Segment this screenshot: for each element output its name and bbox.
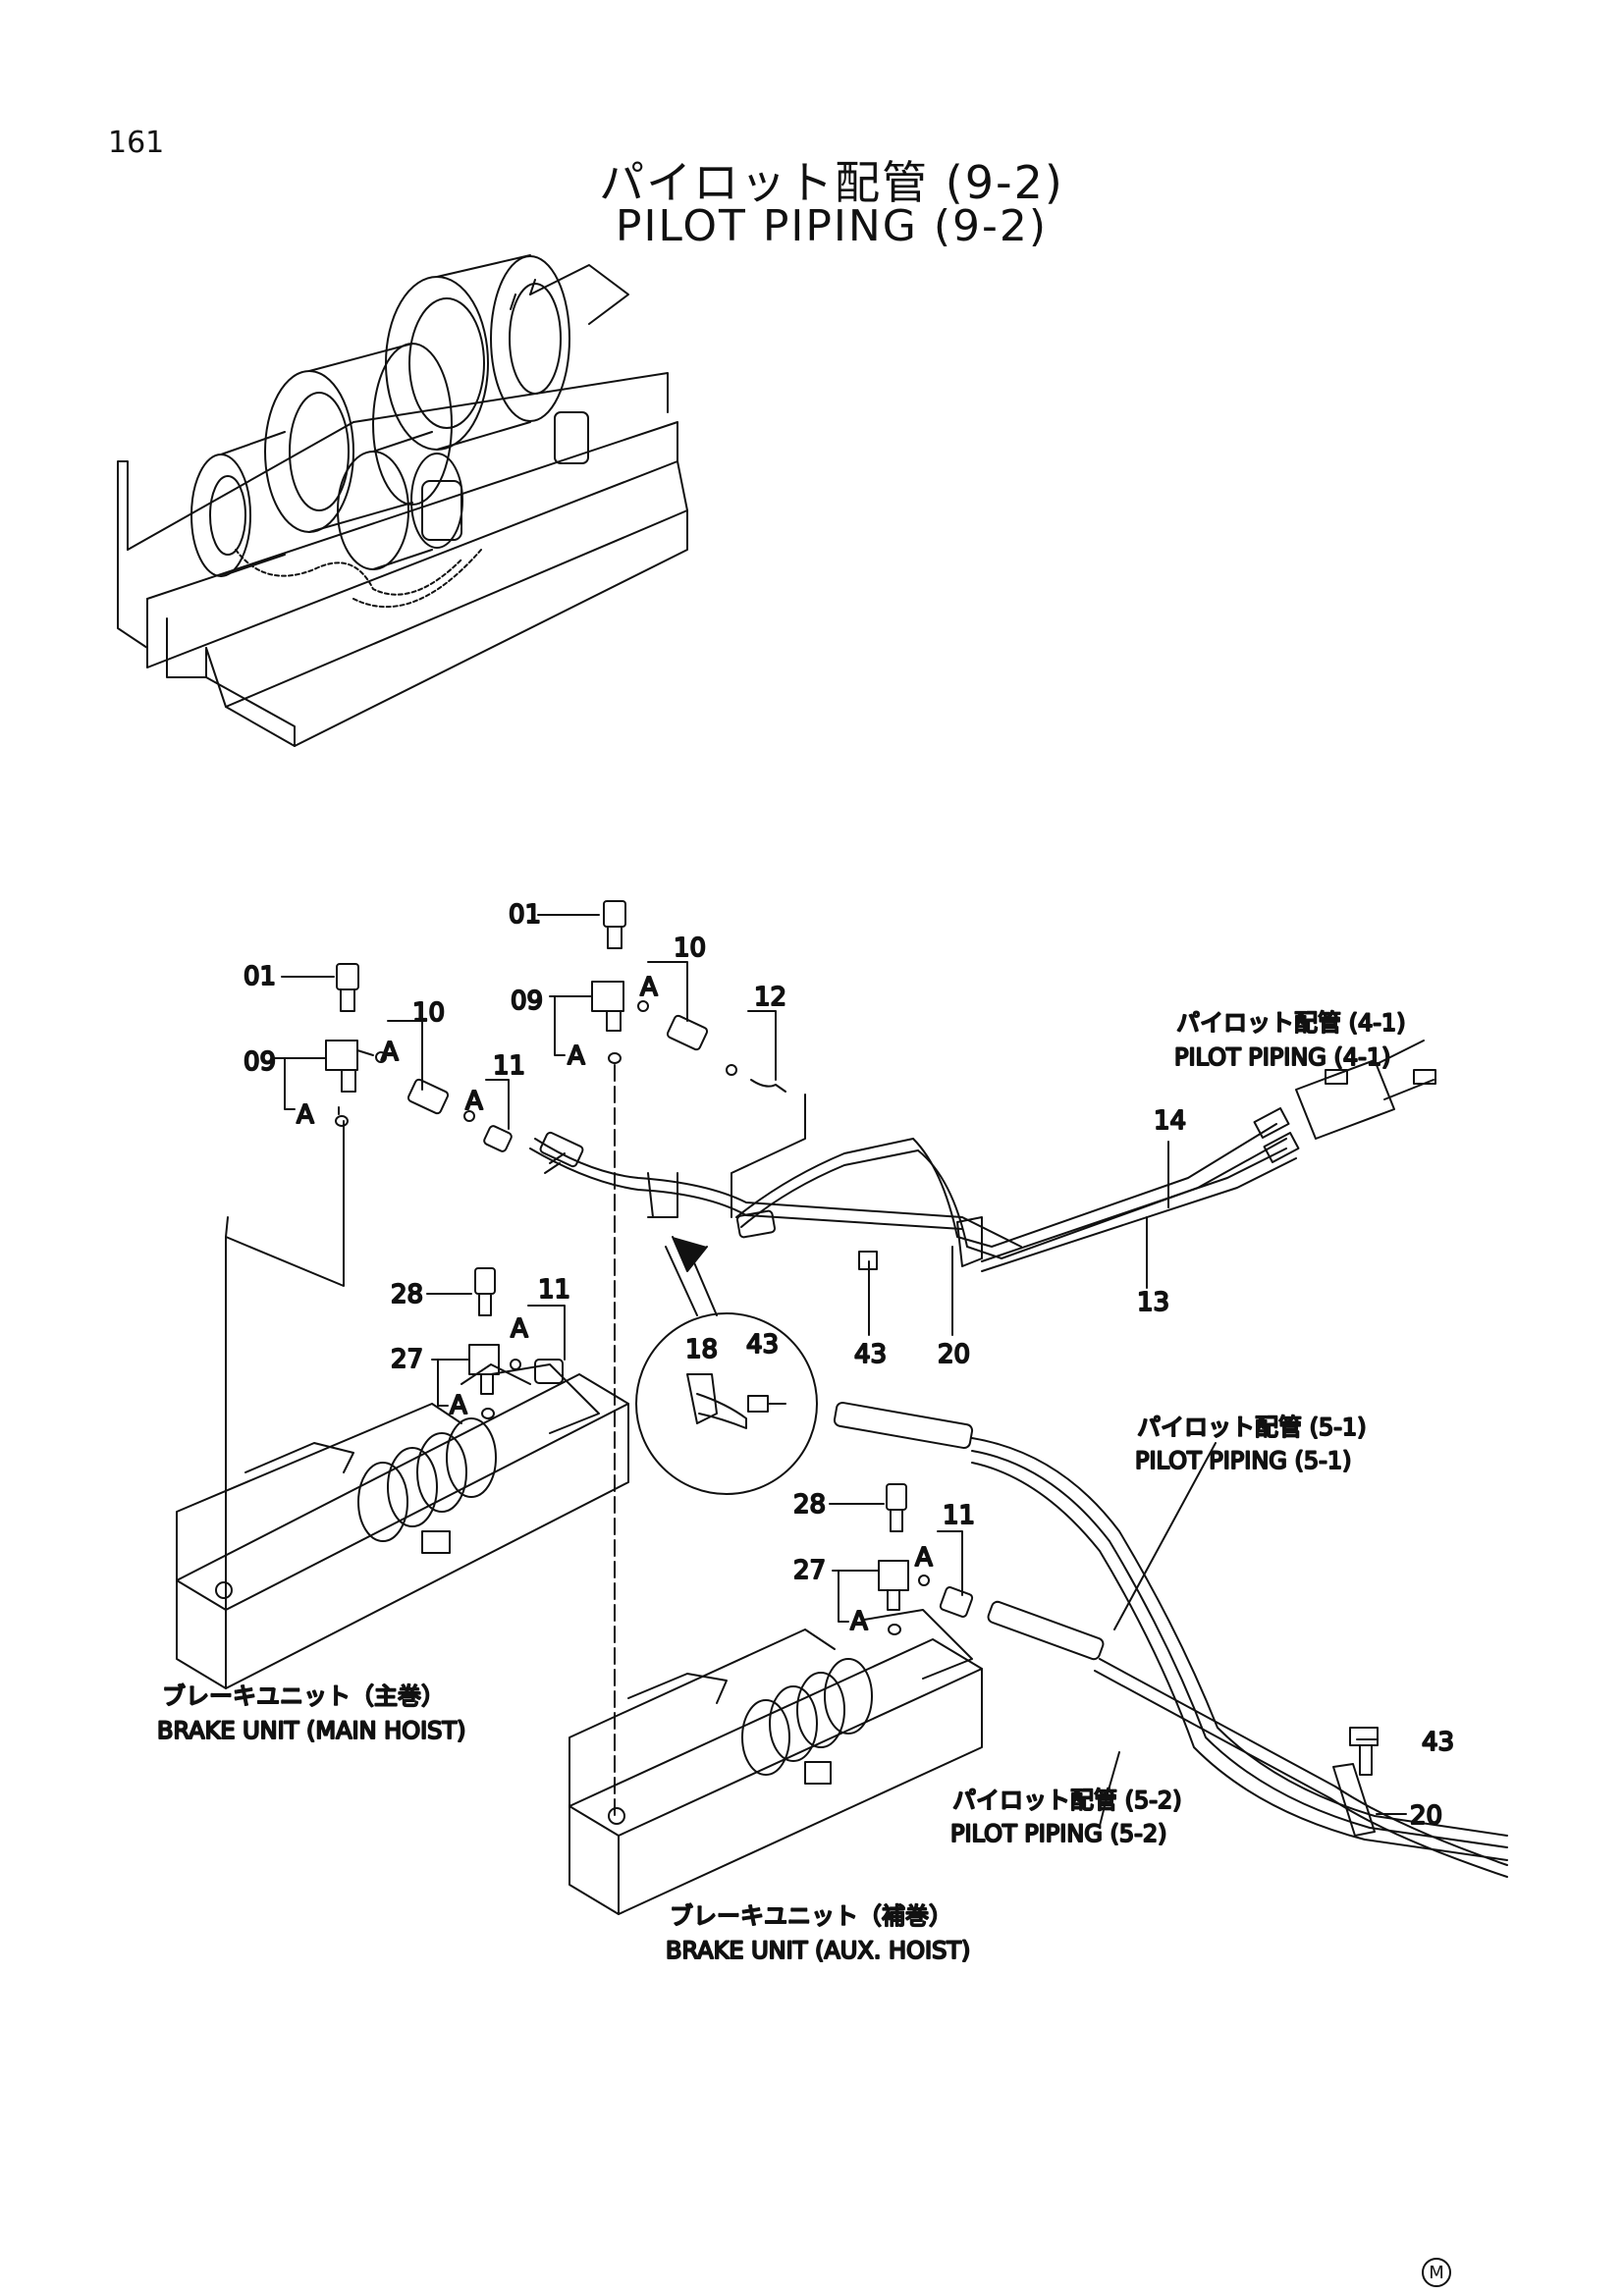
fitting-stack-center [537,900,786,1817]
callout-09-left: 09 [244,1047,276,1077]
callout-09-center: 09 [511,987,543,1016]
callout-a-right-2: A [850,1607,868,1636]
label-pilot-5-1-jp: パイロット配管 (5-1) [1137,1414,1367,1441]
callout-a-left-1: A [381,1038,399,1067]
callout-10-left: 10 [412,998,445,1028]
label-pilot-4-1-en: PILOT PIPING (4-1) [1174,1043,1390,1071]
callout-10-center: 10 [674,934,706,963]
callout-a-center-2: A [568,1041,585,1071]
callout-20-mid: 20 [938,1340,970,1369]
callout-11-left: 11 [538,1275,570,1305]
callout-20-right: 20 [1410,1801,1442,1831]
callout-a-mid-1: A [511,1314,528,1344]
callout-14: 14 [1154,1106,1186,1136]
footer-circled-marker: M [1422,2258,1451,2287]
callout-leaders [858,1141,1407,1827]
callout-27-left: 27 [391,1345,423,1374]
label-brake-aux-jp: ブレーキユニット（補巻） [670,1902,952,1930]
callout-11-top: 11 [493,1051,525,1081]
callout-a-mid-2: A [450,1391,467,1420]
fitting-stack-left [225,963,513,1616]
callout-a-left-2: A [297,1100,314,1130]
brake-unit-aux-hoist-illustration [568,1609,983,1915]
bolt-head-detail [747,1395,769,1413]
callout-43-mid: 43 [854,1340,887,1369]
callout-01-left: 01 [244,962,276,991]
label-pilot-4-1-jp: パイロット配管 (4-1) [1176,1009,1406,1037]
detail-circle [635,1312,818,1495]
callout-a-right-1: A [915,1543,933,1573]
pilot-piping-lines [529,1040,1436,1272]
fitting-stack-mid-left [426,1267,566,1419]
detail-leader-lines [665,1246,718,1316]
callout-43-right: 43 [1422,1728,1454,1757]
brake-unit-main-hoist-illustration [176,1363,629,1689]
callout-43-detail: 43 [746,1330,779,1360]
label-pilot-5-2-en: PILOT PIPING (5-2) [950,1820,1166,1847]
callout-13: 13 [1137,1288,1169,1317]
label-brake-main-jp: ブレーキユニット（主巻） [162,1682,445,1710]
clamp-part [686,1373,747,1429]
callout-27-right: 27 [793,1556,826,1585]
callout-12: 12 [754,983,786,1012]
label-brake-main-en: BRAKE UNIT (MAIN HOIST) [157,1717,465,1744]
callout-01-center: 01 [509,900,541,930]
page-title-japanese: パイロット配管 (9-2) [599,156,1064,209]
callout-a-left-3: A [465,1087,483,1116]
label-brake-aux-en: BRAKE UNIT (AUX. HOIST) [666,1937,970,1964]
fitting-stack-mid-right [829,1483,974,1635]
callout-18-detail: 18 [685,1335,718,1364]
page-number: 161 [108,126,165,160]
pilot-hoses [833,1401,1508,1878]
callout-28-left: 28 [391,1280,423,1309]
label-pilot-5-1-en: PILOT PIPING (5-1) [1135,1447,1351,1474]
label-pilot-5-2-jp: パイロット配管 (5-2) [952,1787,1182,1814]
callout-28-right: 28 [793,1490,826,1520]
page-title-english: PILOT PIPING (9-2) [615,201,1049,251]
winch-overview-illustration [117,254,688,747]
callout-11-right: 11 [943,1501,975,1530]
callout-a-center-1: A [640,973,658,1002]
